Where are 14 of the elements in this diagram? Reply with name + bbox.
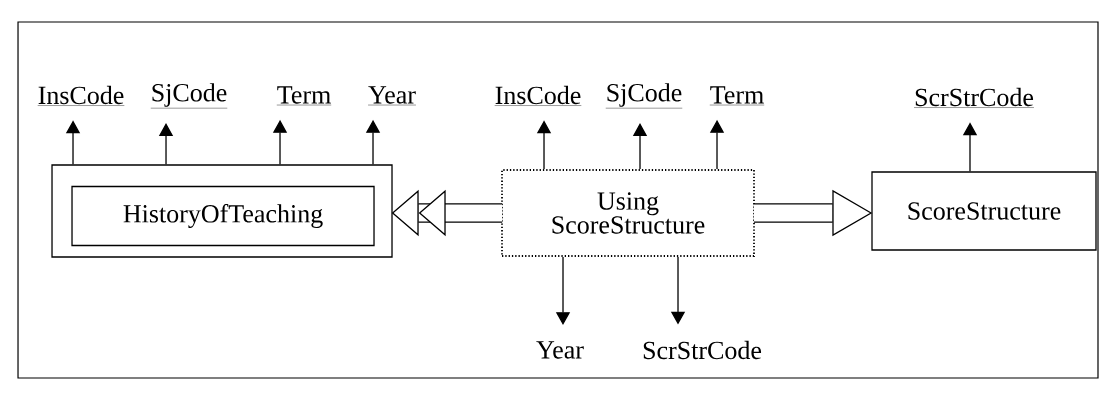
- entity-box: HistoryOfTeaching: [71, 185, 375, 247]
- attribute-label: Year: [367, 86, 417, 106]
- relationship-box: Using ScoreStructure: [501, 169, 755, 257]
- attribute-label: Term: [709, 86, 765, 106]
- attribute-label: Year: [536, 341, 584, 359]
- outer-box: [51, 164, 393, 258]
- attribute-label: InsCode: [37, 85, 125, 106]
- attribute-label: InsCode: [494, 85, 582, 106]
- attribute-label: SjCode: [605, 83, 683, 109]
- attribute-label: SjCode: [150, 83, 228, 109]
- attribute-label: ScrStrCode: [643, 340, 762, 360]
- entity-box: ScoreStructure: [871, 171, 1097, 251]
- attribute-label: ScrStrCode: [913, 87, 1035, 108]
- attribute-label: Term: [276, 86, 332, 106]
